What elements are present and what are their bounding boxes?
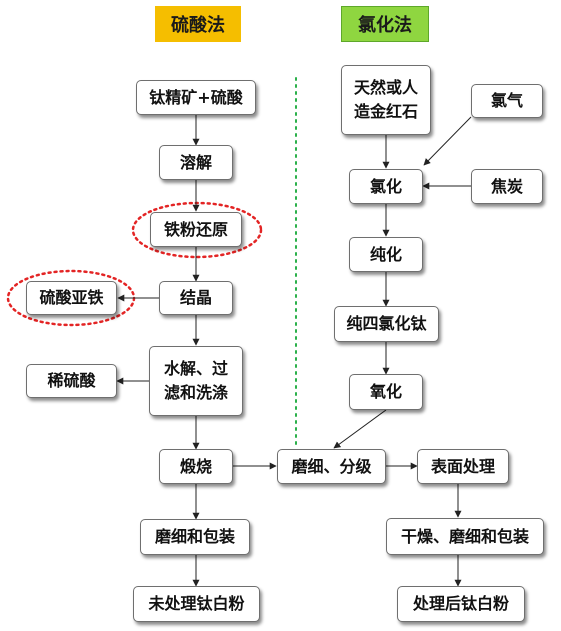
- node-crystallize: 结晶: [159, 281, 233, 315]
- node-treated-tio2: 处理后钛白粉: [397, 586, 525, 622]
- sulfuric-method-header: 硫酸法: [155, 6, 241, 42]
- arrow-oxidize-to-grind: [333, 409, 387, 449]
- node-dissolve: 溶解: [159, 145, 233, 180]
- node-coke: 焦炭: [471, 169, 543, 204]
- node-grind-pack: 磨细和包装: [140, 519, 250, 555]
- node-dry-grind-pack: 干燥、磨细和包装: [386, 518, 544, 555]
- arrow-chlorine-to-chlorinate: [423, 116, 472, 166]
- node-dilute-acid: 稀硫酸: [26, 364, 117, 398]
- node-surface-treat: 表面处理: [417, 449, 509, 484]
- node-hydrolysis: 水解、过 滤和洗涤: [149, 346, 243, 416]
- iron-reduce-highlight: [131, 201, 263, 259]
- node-ferrous-sulfate: 硫酸亚铁: [26, 281, 117, 315]
- node-grind-classify: 磨细、分级: [277, 449, 386, 484]
- node-chlorine: 氯气: [471, 84, 543, 118]
- node-ticl4: 纯四氯化钛: [334, 306, 439, 342]
- node-chlorinate: 氯化: [349, 169, 423, 204]
- node-untreated-tio2: 未处理钛白粉: [133, 586, 260, 622]
- node-purify: 纯化: [349, 237, 423, 272]
- node-calcine: 煅烧: [159, 449, 233, 484]
- node-ore-acid: 钛精矿+硫酸: [136, 80, 256, 115]
- node-iron-reduce: 铁粉还原: [150, 212, 242, 247]
- chloride-method-header: 氯化法: [341, 6, 429, 42]
- node-rutile: 天然或人 造金红石: [341, 65, 431, 135]
- node-oxidize: 氧化: [349, 374, 423, 410]
